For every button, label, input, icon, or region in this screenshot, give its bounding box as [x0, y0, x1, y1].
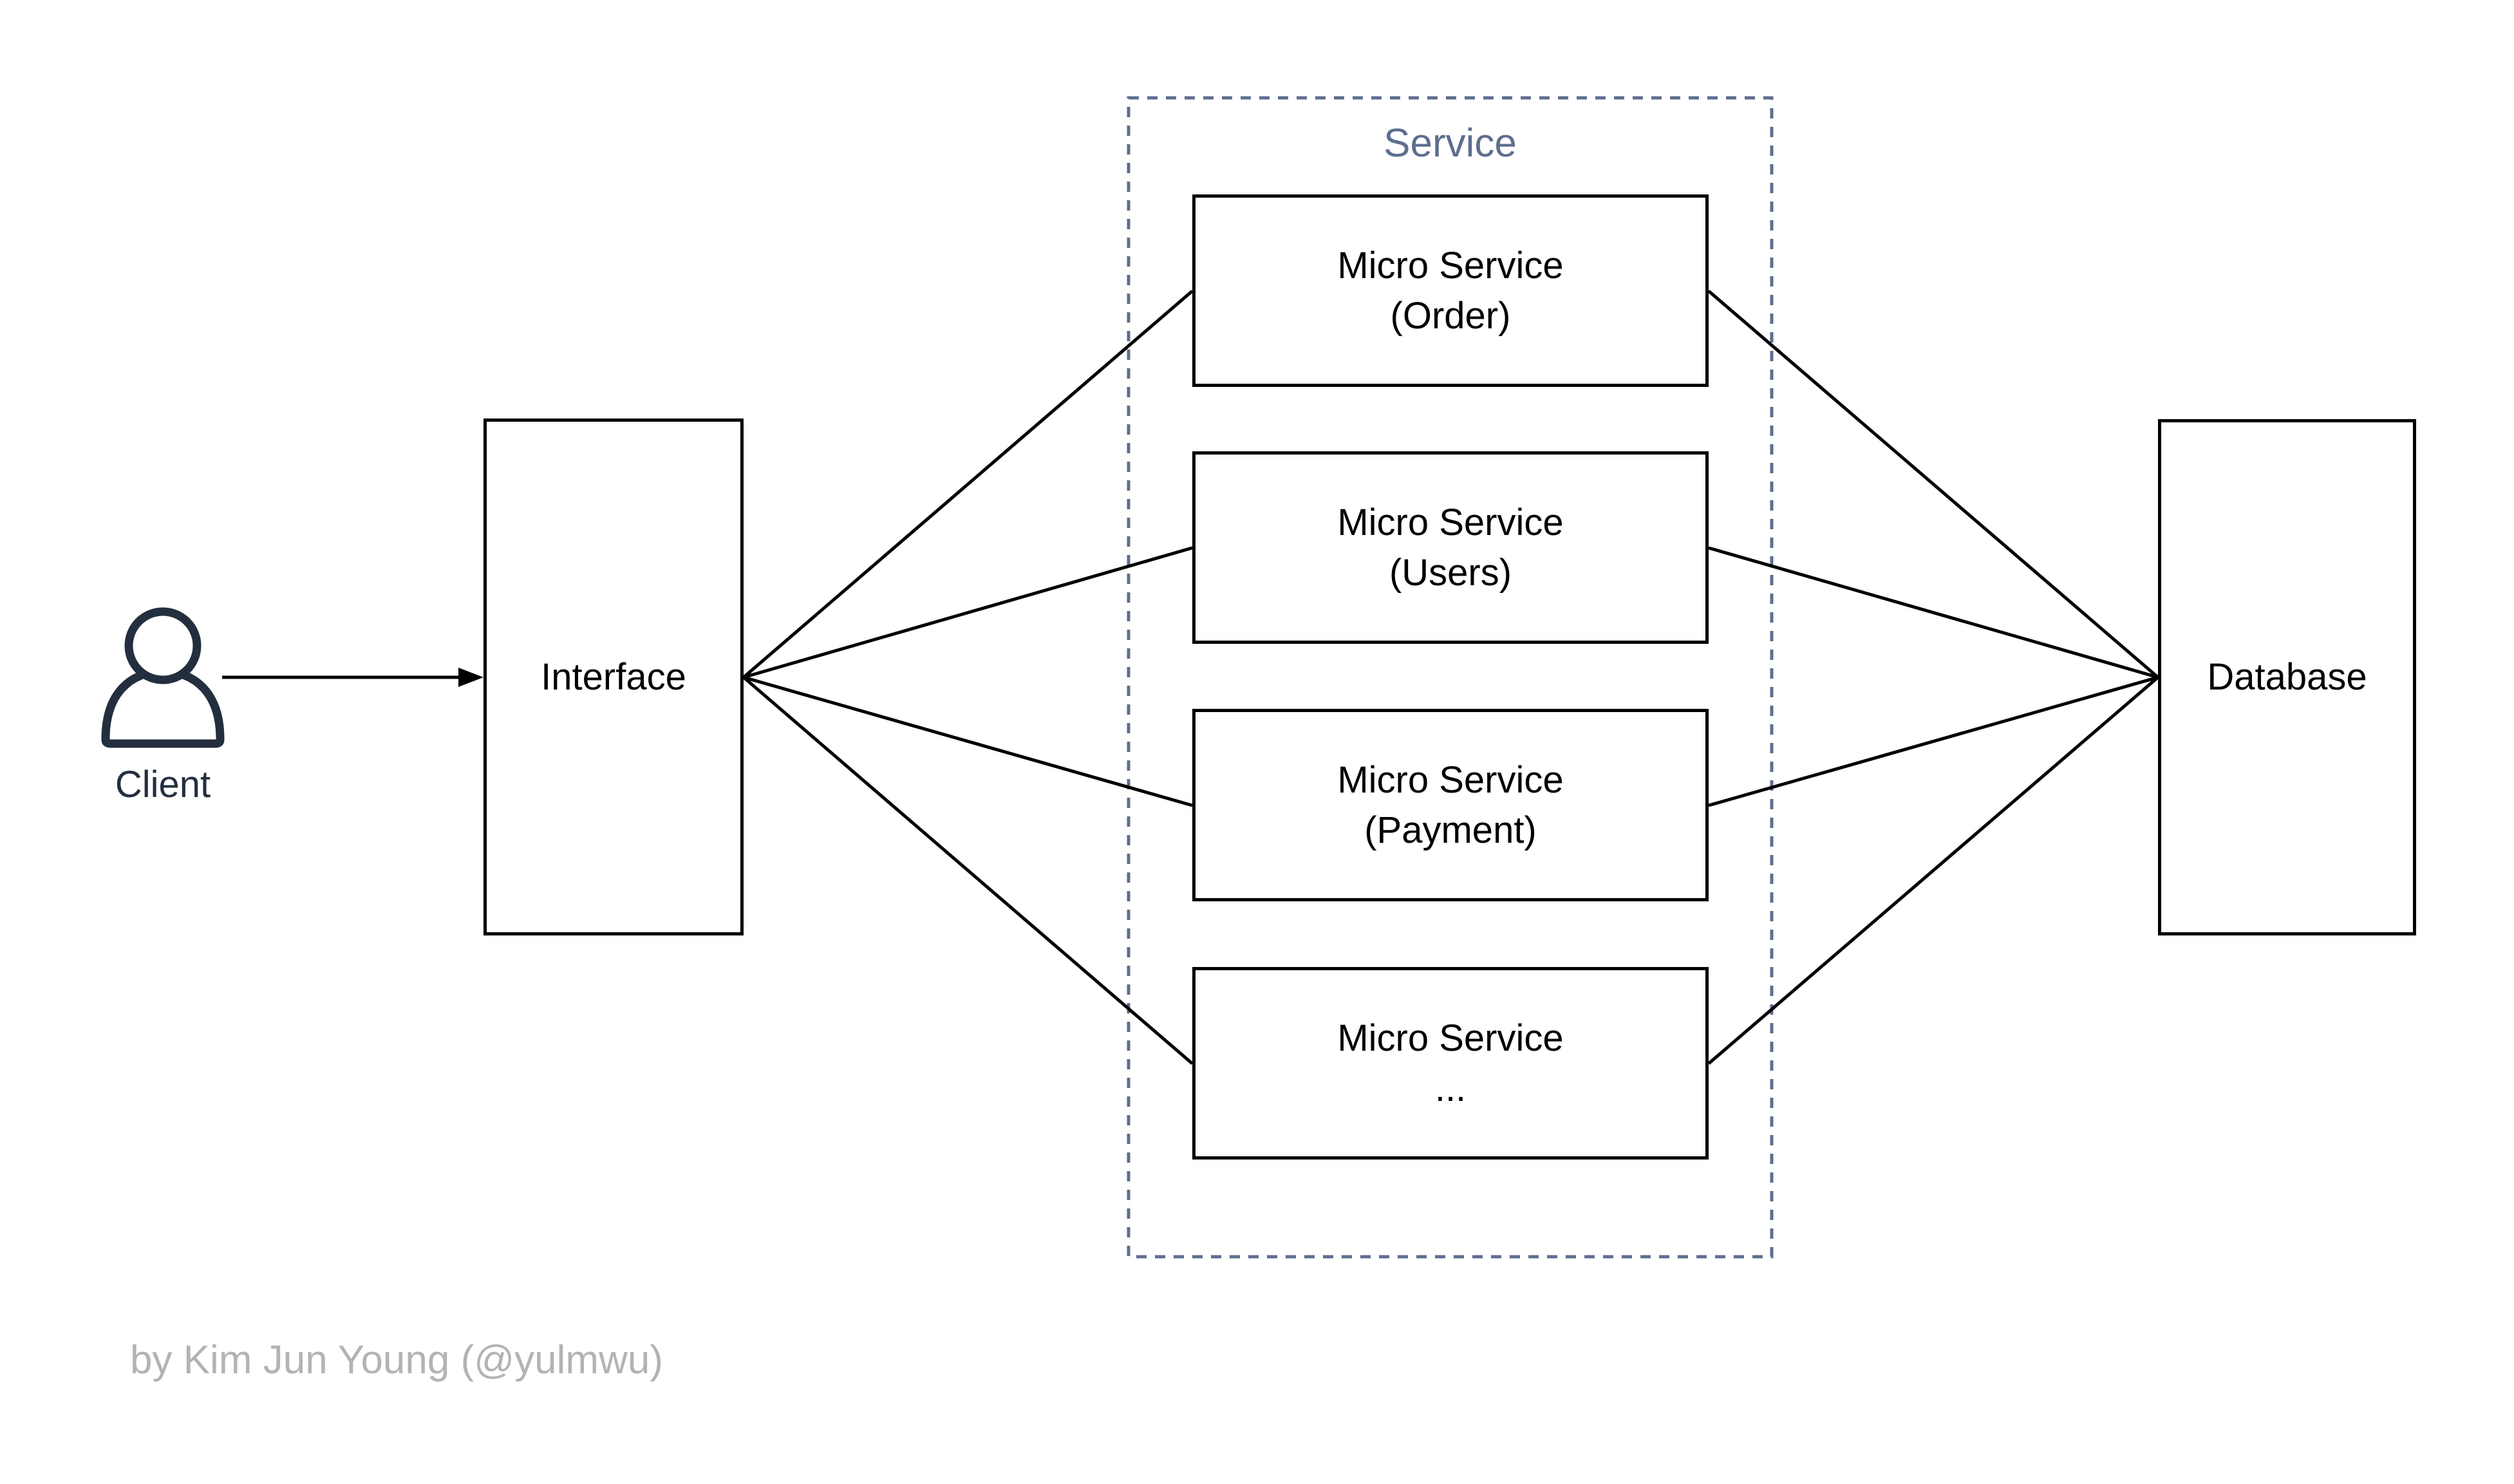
microservice-label-line1: Micro Service — [1337, 758, 1564, 801]
arrowhead-icon — [458, 668, 483, 687]
microservice-label-line2: (Payment) — [1364, 809, 1537, 851]
microservice-label-line2: (Order) — [1390, 294, 1511, 337]
microservice-label-line1: Micro Service — [1337, 501, 1564, 543]
interface-to-payment-line — [743, 675, 1193, 807]
interface-to-etc-line — [742, 676, 1194, 1065]
interface-box: Interface — [483, 418, 744, 935]
person-head-shape — [124, 607, 202, 684]
service-group-border — [1127, 96, 1774, 1259]
microservice-label-line2: (Users) — [1389, 551, 1512, 594]
users-to-database-line — [1708, 546, 2159, 679]
microservice-box-users: Micro Service (Users) — [1192, 451, 1709, 644]
microservice-box-order: Micro Service (Order) — [1192, 194, 1709, 387]
service-group-title: Service — [1384, 121, 1517, 165]
order-to-database-line — [1707, 290, 2159, 679]
microservice-label-line1: Micro Service — [1337, 1017, 1564, 1059]
microservice-label-line2: ... — [1434, 1067, 1467, 1109]
attribution-text: by Kim Jun Young (@yulmwu) — [130, 1338, 663, 1382]
database-label: Database — [2207, 656, 2367, 698]
client-person-icon — [101, 607, 225, 748]
microservice-label-line1: Micro Service — [1337, 244, 1564, 286]
payment-to-database-line — [1708, 675, 2159, 807]
person-body-shape — [101, 667, 225, 748]
interface-label: Interface — [541, 655, 686, 698]
microservice-box-etc: Micro Service ... — [1192, 967, 1709, 1160]
microservice-box-payment: Micro Service (Payment) — [1192, 709, 1709, 901]
client-label: Client — [115, 764, 211, 805]
interface-to-order-line — [742, 290, 1194, 679]
interface-to-users-line — [743, 546, 1193, 679]
database-box: Database — [2158, 419, 2416, 935]
etc-to-database-line — [1707, 676, 2159, 1065]
